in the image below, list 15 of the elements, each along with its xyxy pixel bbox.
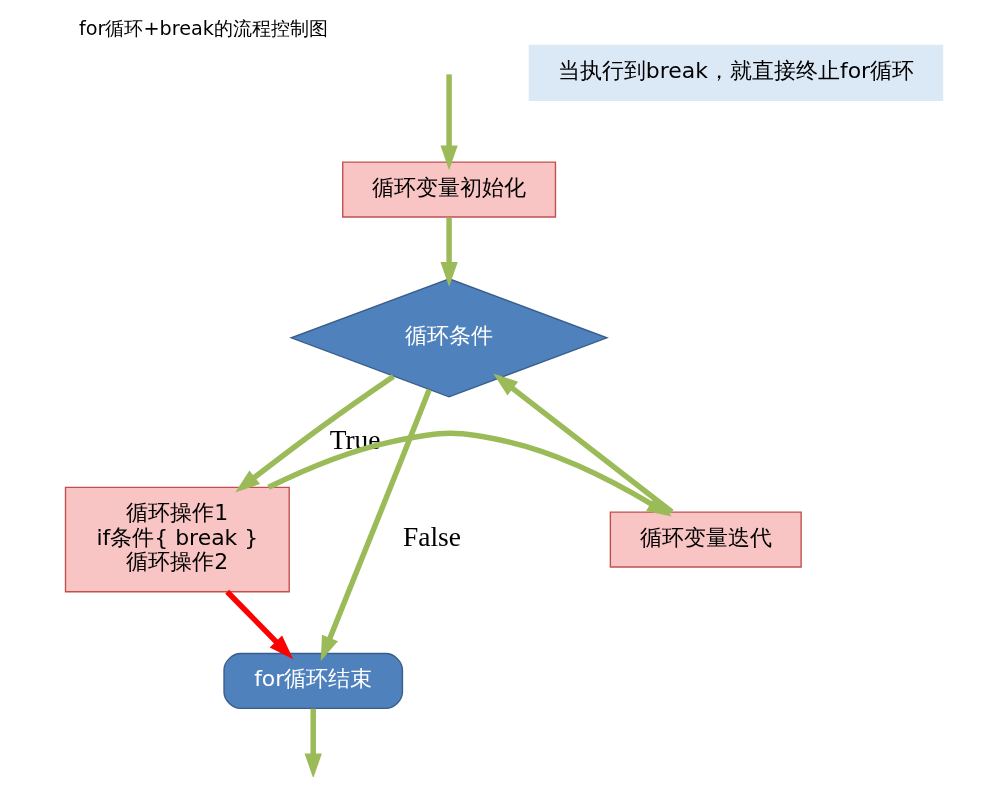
arrow (440, 74, 458, 171)
node-box: 当执行到break，就直接终止for循环 (528, 44, 944, 102)
arrow (225, 589, 294, 660)
arrow (267, 430, 672, 517)
node-box: 循环操作1 if条件{ break } 循环操作2 (64, 486, 290, 593)
arrow (235, 374, 395, 493)
node-box: 循环变量初始化 (342, 161, 557, 218)
diagram-title: for循环+break的流程控制图 (78, 16, 328, 40)
node-box: 循环变量迭代 (609, 511, 802, 568)
arrow (304, 708, 322, 777)
arrow (493, 373, 674, 515)
arrow (440, 217, 458, 287)
edge-label: False (402, 522, 461, 553)
arrow (320, 388, 432, 661)
node-box: for循环结束 (223, 652, 404, 710)
